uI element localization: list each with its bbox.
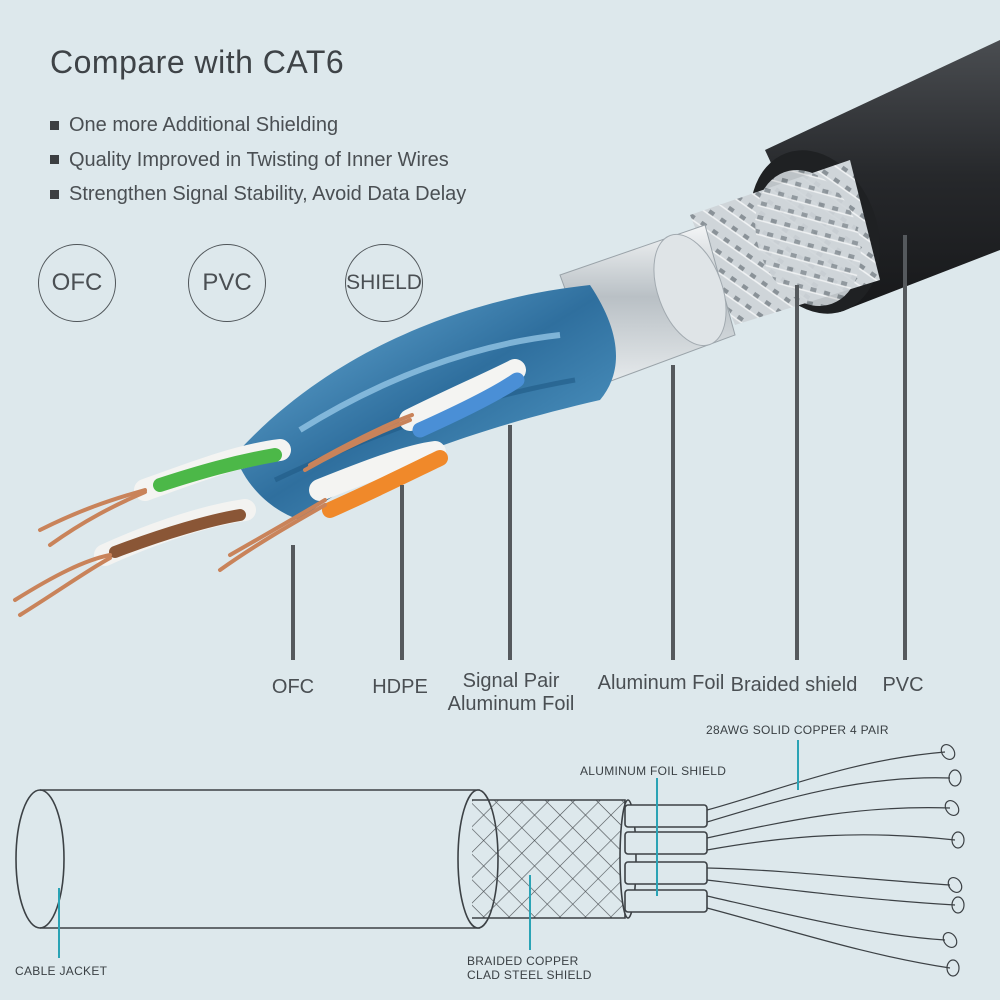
label-aluminum-foil: Aluminum Foil (597, 672, 725, 694)
brown-wire (109, 509, 246, 558)
green-wire (153, 448, 282, 492)
diagram-pointers (58, 740, 799, 958)
label-hdpe: HDPE (372, 676, 428, 698)
badge-ofc: OFC (38, 244, 116, 322)
foil-sleeves (624, 804, 708, 913)
page-title: Compare with CAT6 (50, 44, 345, 80)
twisted-pairs (706, 751, 956, 969)
copper-strands (13, 413, 414, 617)
label-braided-shield: Braided shield (730, 674, 858, 696)
label-foil-shield: ALUMINUM FOIL SHIELD (580, 764, 727, 778)
leader-lines (291, 235, 907, 660)
square-bullet-icon (50, 155, 59, 165)
cable-line-diagram (15, 743, 965, 977)
braided-mesh (472, 799, 626, 919)
label-cable-jacket: CABLE JACKET (15, 964, 108, 978)
square-bullet-icon (50, 189, 59, 199)
cable-3d (13, 40, 1000, 617)
badge-pvc: PVC (188, 244, 266, 322)
label-pvc: PVC (882, 674, 924, 696)
feature-item: Strengthen Signal Stability, Avoid Data … (50, 177, 466, 212)
label-braided-copper: BRAIDED COPPER CLAD STEEL SHIELD (467, 954, 592, 982)
feature-item: One more Additional Shielding (50, 108, 466, 143)
feature-item: Quality Improved in Twisting of Inner Wi… (50, 143, 466, 178)
label-signal-pair: Signal Pair Aluminum Foil (447, 670, 575, 715)
white-orange-wire (309, 441, 446, 501)
label-copper-pairs: 28AWG SOLID COPPER 4 PAIR (706, 723, 889, 737)
feature-list: One more Additional Shielding Quality Im… (50, 108, 466, 212)
label-ofc: OFC (271, 676, 315, 698)
white-blue-wire (399, 359, 526, 431)
jacket-outline (40, 789, 480, 929)
orange-wire (322, 450, 448, 518)
square-bullet-icon (50, 120, 59, 130)
wire-ends (940, 743, 965, 977)
blue-wire (412, 372, 525, 438)
badge-shield: SHIELD (345, 244, 423, 322)
